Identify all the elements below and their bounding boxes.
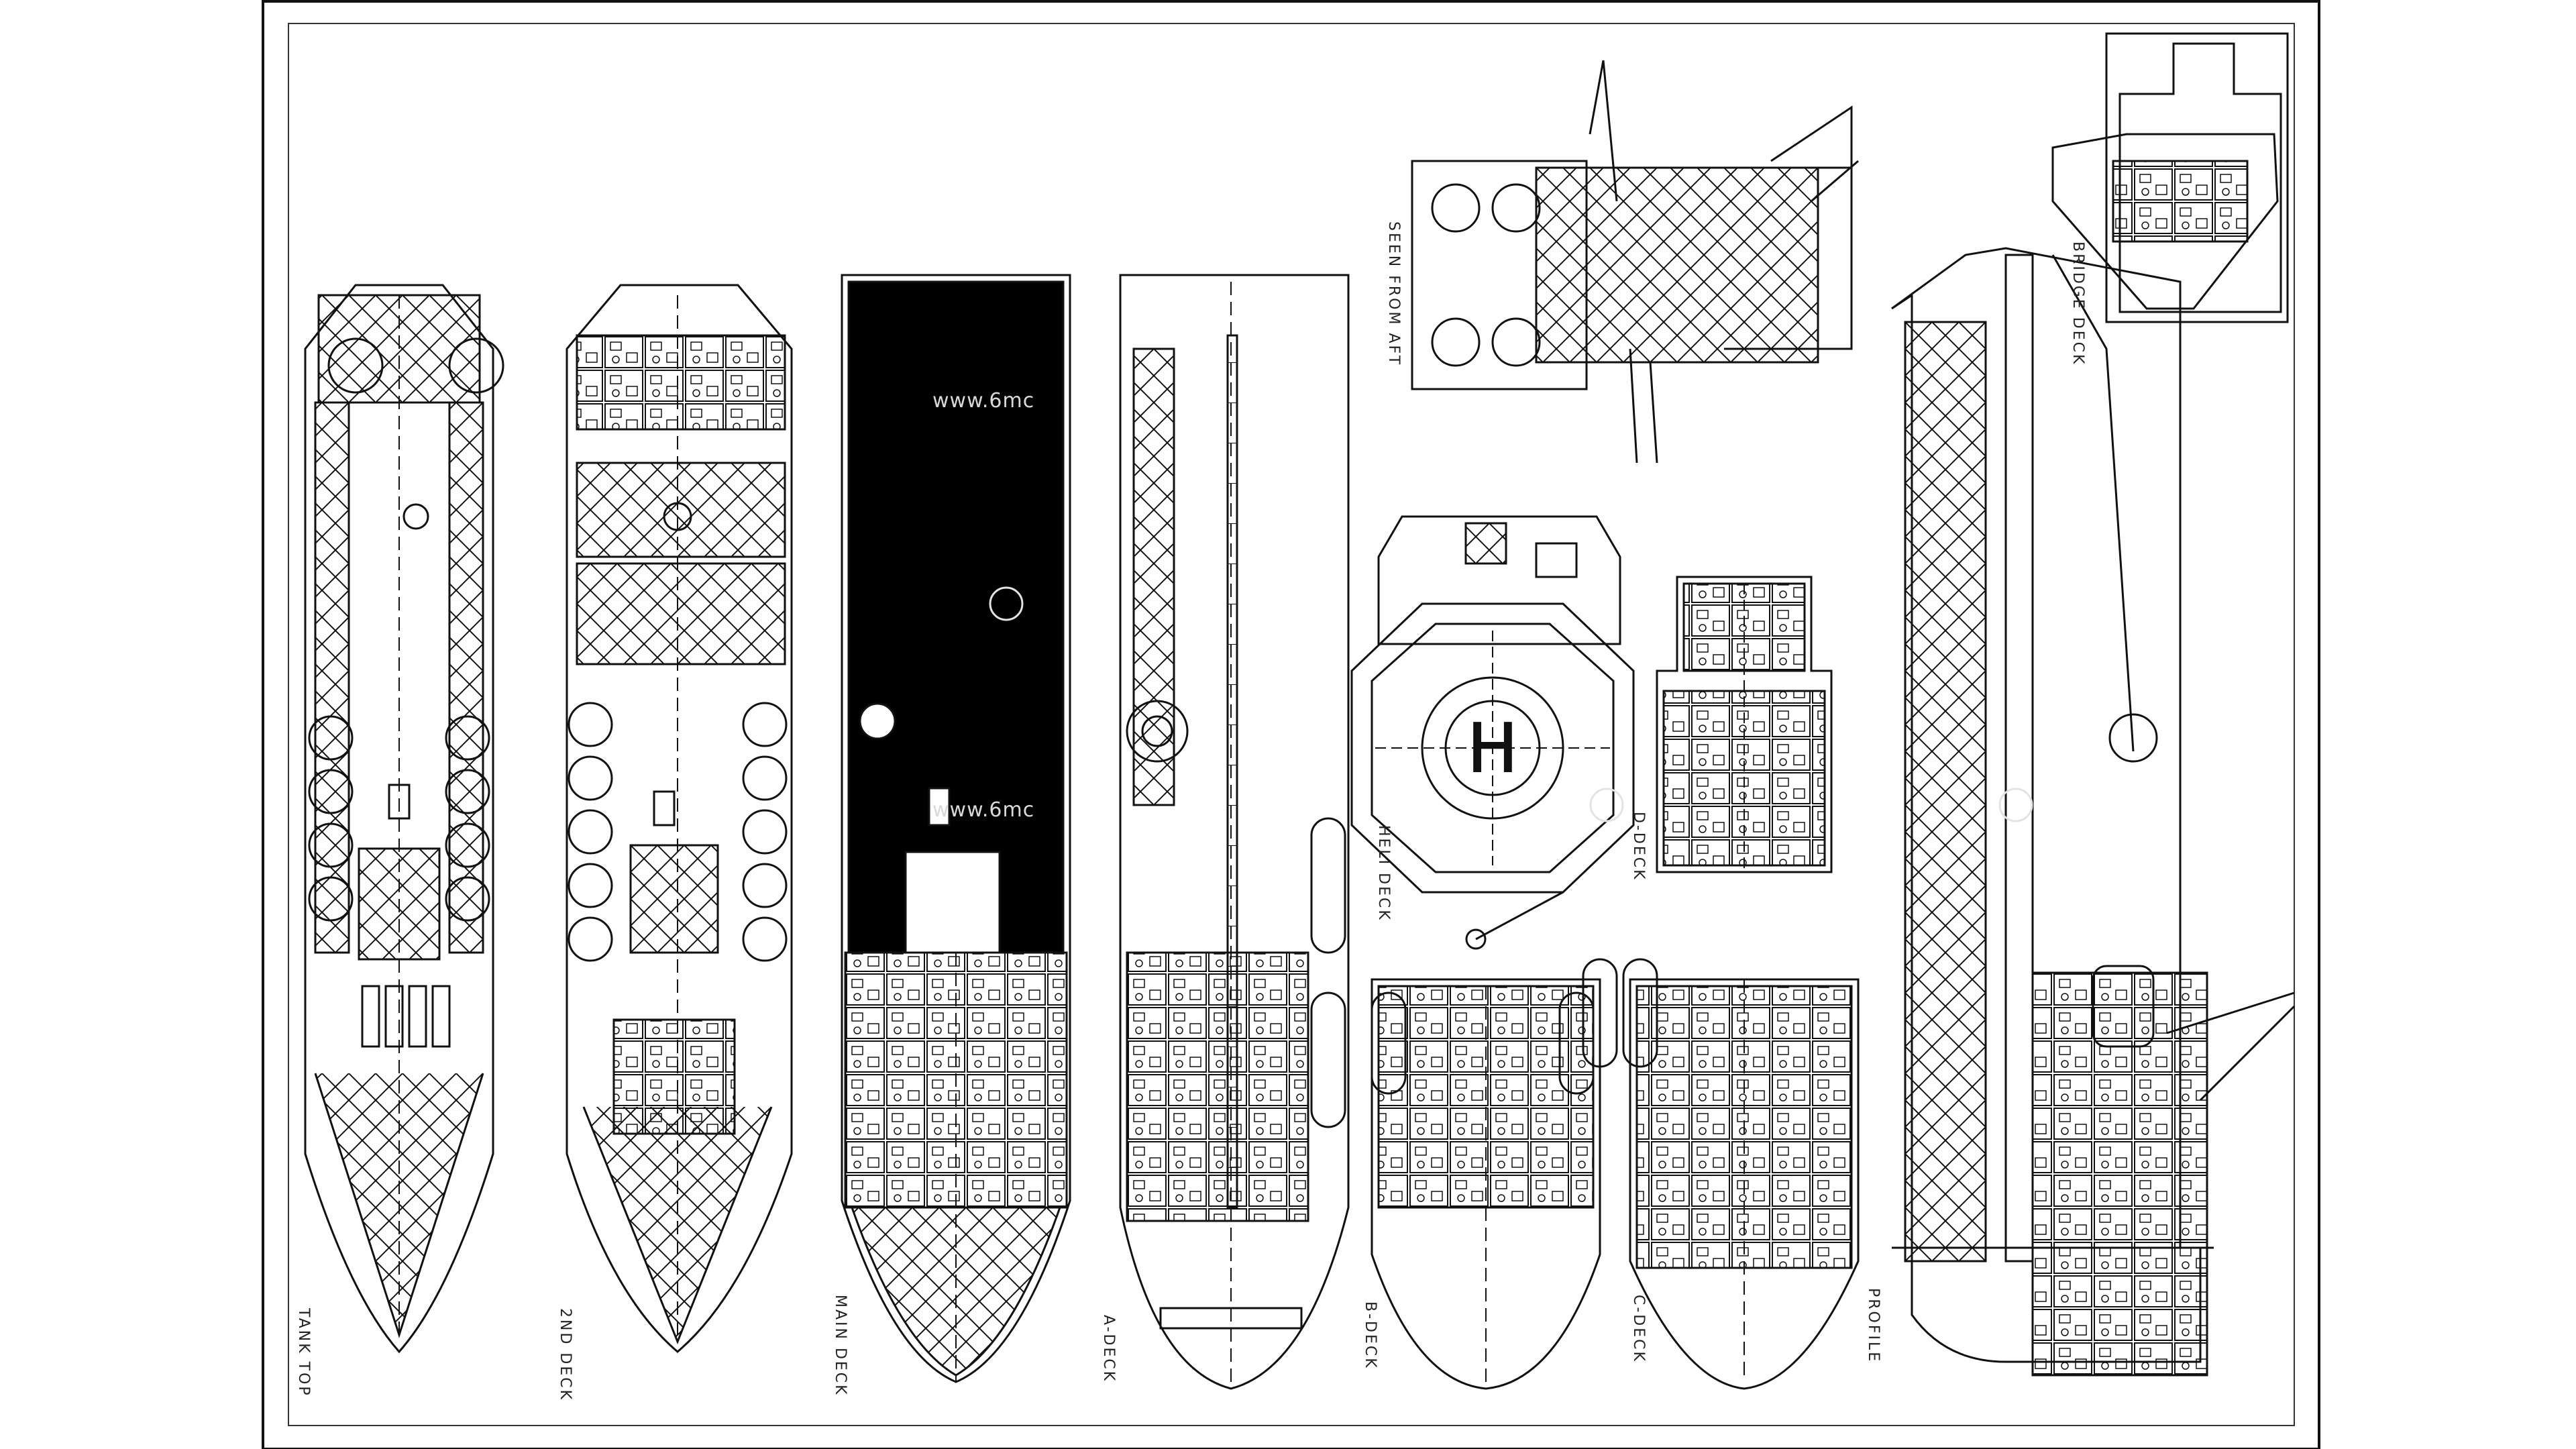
view-label-2nd-deck: 2ND DECK (557, 1308, 574, 1402)
bridge-deck-plan (2051, 32, 2289, 323)
view-label-b-deck: B-DECK (1362, 1301, 1379, 1370)
view-label-seen-from-aft: SEEN FROM AFT (1385, 221, 1402, 367)
heli-deck-plan (1350, 515, 1635, 894)
second-deck-plan (566, 284, 793, 1353)
a-deck-plan (1119, 274, 1350, 1390)
helipad-mark: H (1467, 709, 1517, 788)
watermark-text-1: www.6mc (932, 389, 1035, 413)
b-deck-plan (1371, 891, 1601, 1390)
view-label-heli-deck: HELI DECK (1375, 825, 1392, 922)
watermark-marks (989, 586, 2033, 822)
view-label-main-deck: MAIN DECK (832, 1295, 849, 1397)
sheet-border (262, 0, 2320, 1449)
main-deck-plan (841, 274, 1071, 1383)
view-label-bridge-deck: BRIDGE DECK (2070, 241, 2086, 366)
view-label-tank-top: TANK TOP (295, 1308, 312, 1397)
watermark-text-2: www.6mc (932, 798, 1035, 822)
profile-view (1891, 247, 2296, 1377)
inner-frame (288, 23, 2295, 1426)
seen-from-aft-view (1411, 60, 1859, 464)
view-label-c-deck: C-DECK (1630, 1295, 1647, 1363)
d-deck-plan (1656, 576, 1833, 873)
view-label-d-deck: D-DECK (1630, 812, 1647, 881)
tank-top-plan (304, 284, 504, 1354)
view-label-a-deck: A-DECK (1100, 1315, 1117, 1383)
view-label-profile: PROFILE (1865, 1288, 1882, 1364)
c-deck-plan (1582, 958, 1860, 1390)
